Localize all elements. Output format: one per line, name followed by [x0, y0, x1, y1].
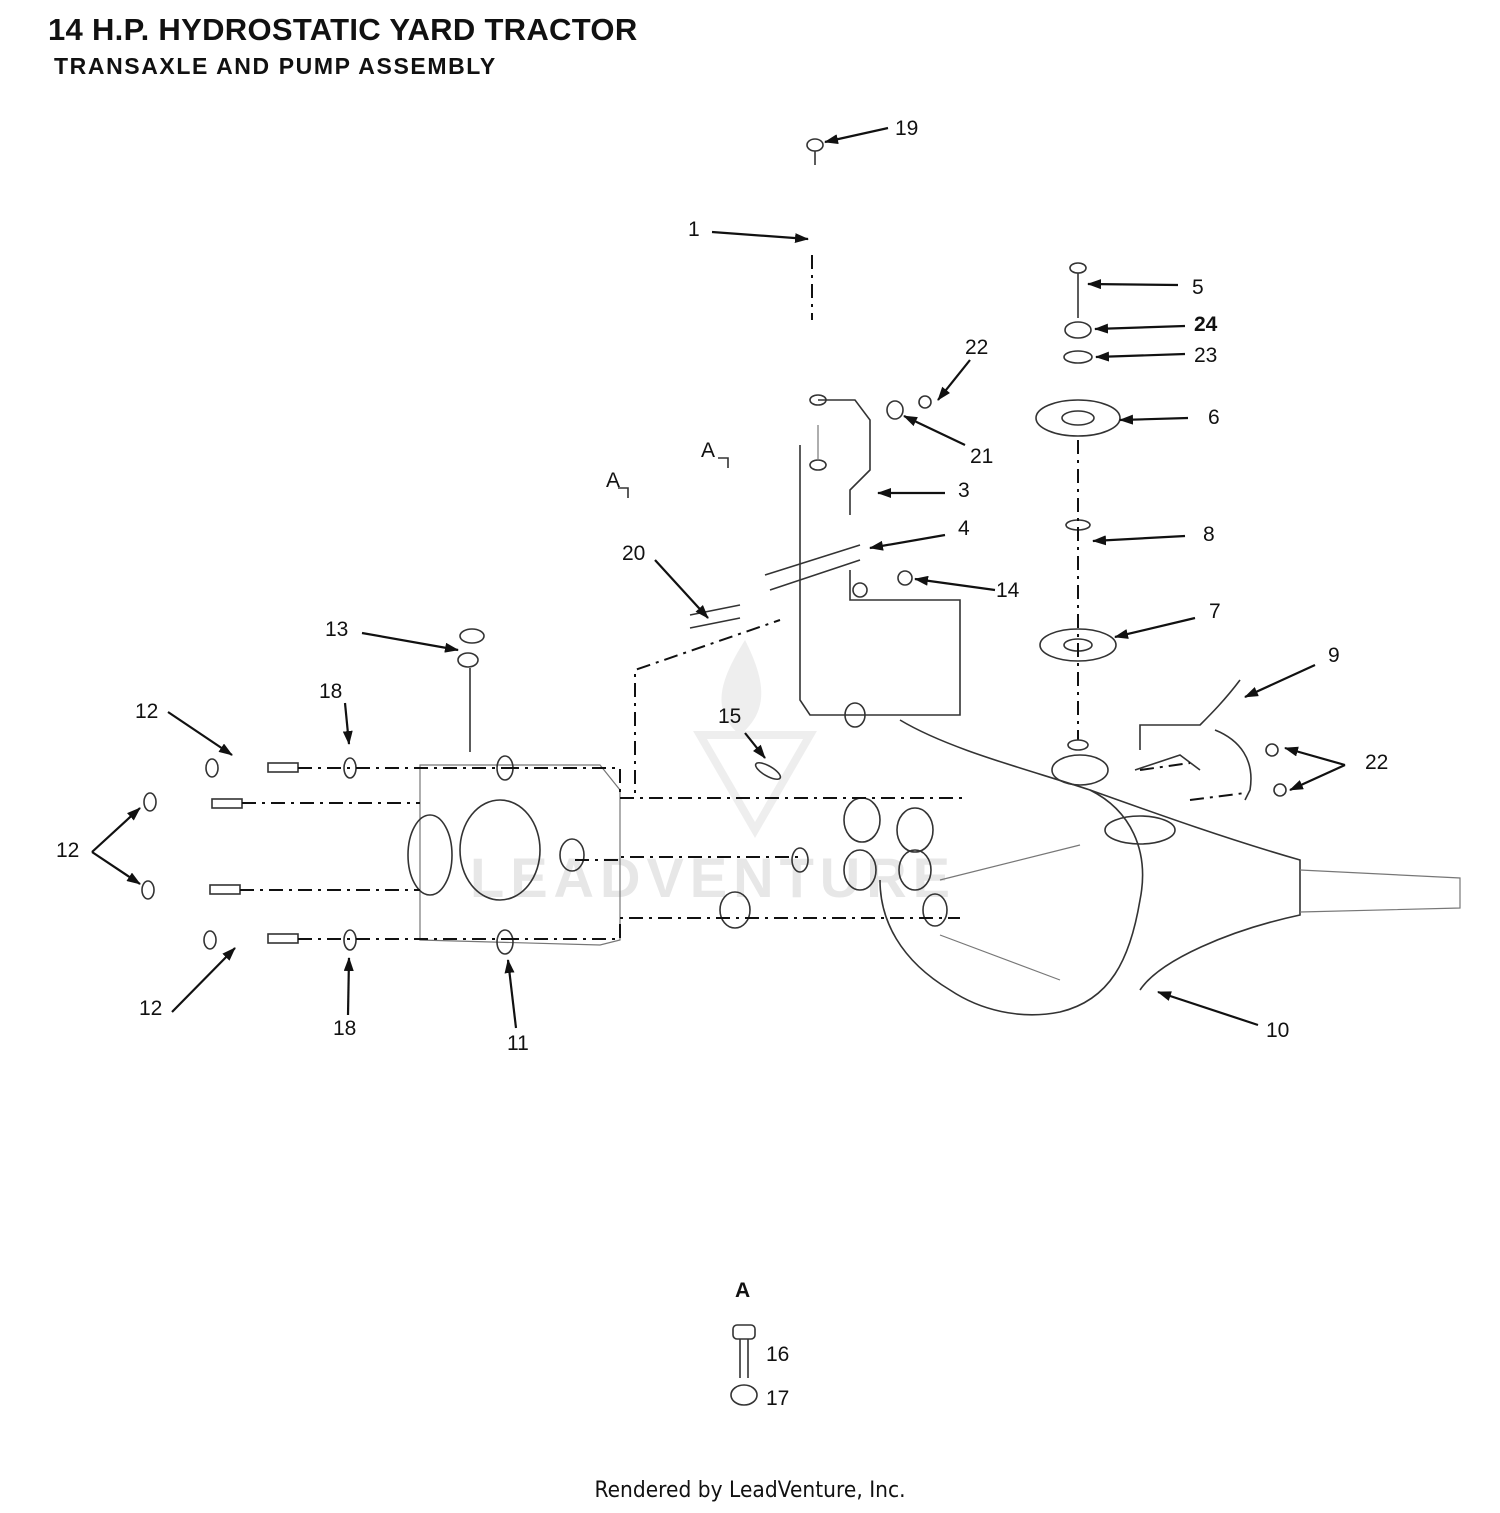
detail-ref-marks [618, 457, 729, 498]
detail-ref-a-upper: A [701, 439, 715, 462]
callout-3: 3 [958, 479, 970, 502]
callout-18-bottom: 18 [333, 1017, 356, 1040]
callout-11: 11 [507, 1032, 529, 1055]
callout-23: 23 [1194, 344, 1217, 367]
dash-dot-assembly-lines [240, 255, 1246, 940]
callout-19: 19 [895, 117, 918, 140]
callout-16: 16 [766, 1343, 789, 1366]
shift-lever-assembly [689, 394, 961, 716]
callout-12-left: 12 [56, 839, 79, 862]
callout-17: 17 [766, 1387, 789, 1410]
callout-10: 10 [1266, 1019, 1289, 1042]
pump-pulley-stack [1035, 262, 1121, 751]
leader-arrows [91, 126, 1346, 1029]
pump-bolts-and-nuts [141, 757, 782, 951]
hydro-pump-body [407, 628, 621, 955]
callout-12-bottom: 12 [139, 997, 162, 1020]
footer-credit: Rendered by LeadVenture, Inc. [594, 1478, 906, 1503]
callout-4: 4 [958, 517, 970, 540]
part-19-cap [806, 138, 824, 165]
callout-24: 24 [1194, 313, 1218, 336]
callout-6: 6 [1208, 406, 1220, 429]
transaxle-housing-10 [719, 702, 1461, 1016]
detail-ref-a-heading: A [735, 1279, 750, 1302]
callout-1: 1 [688, 218, 700, 241]
callout-14: 14 [996, 579, 1020, 602]
callout-7: 7 [1209, 600, 1221, 623]
page-subtitle: TRANSAXLE AND PUMP ASSEMBLY [54, 53, 497, 79]
callout-5: 5 [1192, 276, 1204, 299]
watermark-logo [693, 640, 817, 838]
callout-12-top: 12 [135, 700, 158, 723]
callout-13: 13 [325, 618, 348, 641]
detail-a-hardware [730, 1324, 758, 1406]
detail-ref-a-lower: A [606, 469, 620, 492]
callout-21: 21 [970, 445, 993, 468]
page-title: 14 H.P. HYDROSTATIC YARD TRACTOR [48, 12, 638, 47]
callout-15: 15 [718, 705, 741, 728]
callout-22-top: 22 [965, 336, 988, 359]
callout-18-top: 18 [319, 680, 342, 703]
part-9-bracket [1139, 679, 1287, 801]
callout-9: 9 [1328, 644, 1340, 667]
callout-22-right: 22 [1365, 751, 1388, 774]
callout-20: 20 [622, 542, 645, 565]
callout-8: 8 [1203, 523, 1215, 546]
